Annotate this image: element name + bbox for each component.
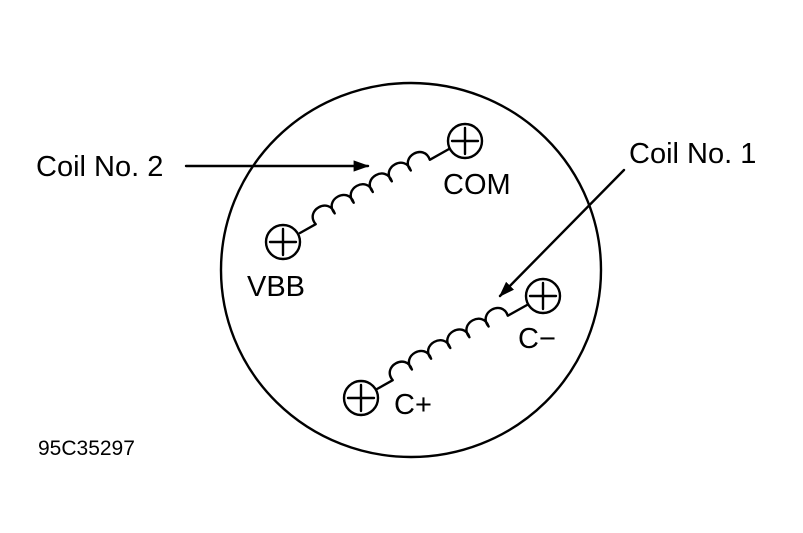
vbb-label: VBB: [247, 271, 305, 303]
coil-1-label: Coil No. 1: [629, 138, 756, 170]
coil-2-label: Coil No. 2: [36, 151, 163, 183]
com-label: COM: [443, 169, 511, 201]
figure-code: 95C35297: [38, 437, 135, 460]
coil-2-winding: [298, 147, 451, 235]
terminal-com: [446, 122, 484, 160]
coil-1: [375, 303, 529, 391]
terminal-c-minus: [524, 277, 562, 315]
coil-1-winding: [375, 303, 529, 391]
connector-outline: [219, 81, 603, 459]
c-minus-label: C−: [518, 323, 556, 355]
coil-2: [298, 147, 451, 235]
terminal-vbb: [264, 223, 302, 261]
c-plus-label: C+: [394, 389, 432, 421]
terminal-c-plus: [342, 379, 380, 417]
coil-1-leader-arrow: [498, 168, 626, 298]
